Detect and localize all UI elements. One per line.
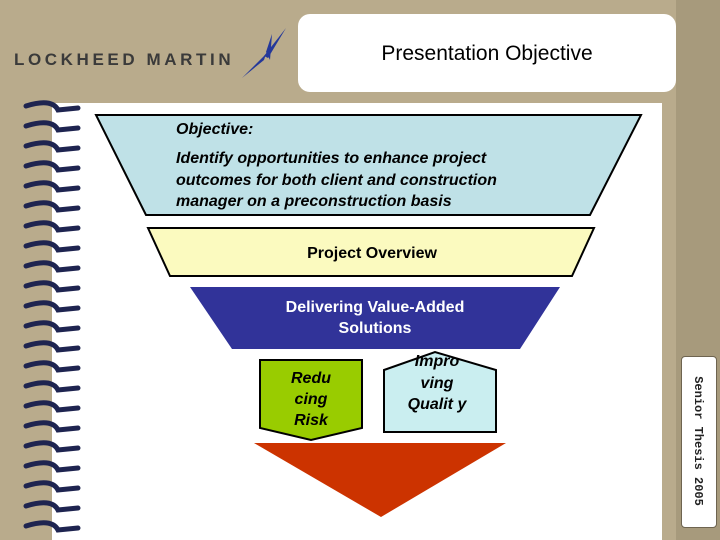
reducing-risk-shape bbox=[259, 359, 363, 442]
improving-quality-label: Impro ving Qualit y bbox=[407, 353, 467, 413]
star-logo-icon bbox=[242, 28, 286, 78]
objective-section bbox=[94, 114, 643, 216]
funnel-tip bbox=[254, 443, 506, 517]
side-tab bbox=[681, 356, 717, 528]
delivering-label: Delivering Value-Added Solutions bbox=[285, 299, 465, 337]
reducing-risk-label: Redu cing Risk bbox=[291, 370, 331, 429]
improving-quality-shape bbox=[383, 350, 497, 433]
project-overview-label: Project Overview bbox=[307, 245, 437, 262]
objective-text: Identify opportunities to enhance projec… bbox=[176, 150, 497, 210]
delivering-section bbox=[190, 287, 560, 349]
objective-heading: Objective: bbox=[176, 121, 254, 138]
project-overview-section bbox=[146, 227, 596, 277]
company-logo-text: LOCKHEED MARTIN bbox=[14, 50, 235, 69]
page-title: Presentation Objective bbox=[381, 42, 593, 65]
spiral-binding bbox=[23, 100, 81, 533]
title-box bbox=[298, 14, 676, 92]
